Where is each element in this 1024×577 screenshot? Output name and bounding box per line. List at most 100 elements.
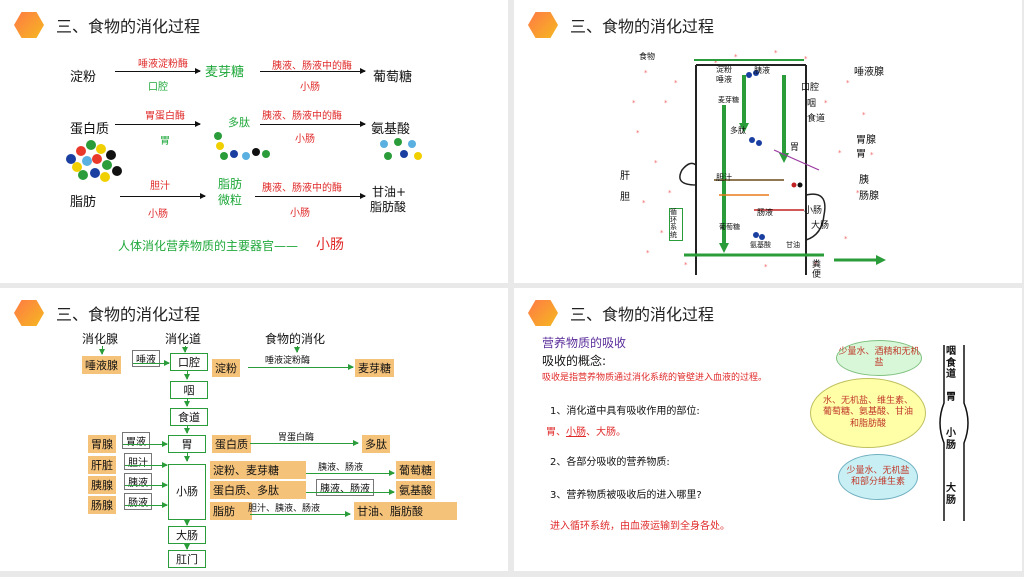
hexagon-icon xyxy=(14,12,44,38)
answer-3: 进入循环系统，由血液运输到全身各处。 xyxy=(550,521,730,532)
right-label-5: 肠腺 xyxy=(859,191,879,202)
pepsin-label: 胃蛋白酶 xyxy=(278,433,315,443)
svg-text:*: * xyxy=(814,261,818,269)
header-digestion: 食物的消化 xyxy=(265,332,326,346)
box-protein: 蛋白质 xyxy=(212,435,251,453)
arrow xyxy=(260,121,366,127)
box-bile: 胆汁 xyxy=(124,453,152,470)
bubble-large-intestine: 少量水、无机盐和部分维生素 xyxy=(838,454,918,500)
box-row1: 淀粉、麦芽糖 xyxy=(210,461,306,479)
tract-label-6: 大肠 xyxy=(811,221,830,231)
box-saliva: 唾液 xyxy=(132,350,160,367)
svg-text:*: * xyxy=(804,55,808,63)
box-intestinal-gland: 肠腺 xyxy=(88,496,116,514)
amino-acid-icon xyxy=(378,136,428,166)
svg-text:*: * xyxy=(654,159,658,167)
question-3: 3、营养物质被吸收后的进入哪里? xyxy=(550,490,702,501)
glucose-label: 葡萄糖 xyxy=(373,70,413,85)
food-label: 食物 xyxy=(639,52,655,61)
box-row1-out: 葡萄糖 xyxy=(396,461,435,479)
starch-label: 淀粉 xyxy=(70,70,97,85)
row3-enzyme: 胆汁、胰液、肠液 xyxy=(248,504,321,514)
maltose-place: 小肠 xyxy=(300,82,320,93)
fat-label: 脂肪 xyxy=(70,195,97,210)
svg-text:*: * xyxy=(846,79,850,87)
slide-4[interactable]: 三、食物的消化过程 营养物质的吸收 吸收的概念: 吸收是指营养物质通过消化系统的… xyxy=(514,288,1022,571)
svg-text:*: * xyxy=(764,263,768,271)
box-maltose: 麦芽糖 xyxy=(355,359,394,377)
organ-label-1: 咽食道 xyxy=(946,346,956,380)
maltose-enzyme: 胰液、肠液中的酶 xyxy=(272,61,352,72)
bubble-small-intestine: 水、无机盐、维生素、葡萄糖、氨基酸、甘油和脂肪酸 xyxy=(810,378,926,448)
svg-text:*: * xyxy=(644,69,648,77)
inner-label-2: 唾液 xyxy=(716,75,732,84)
right-label-1: 唾液腺 xyxy=(854,67,884,78)
arrow xyxy=(115,68,201,74)
header-gland: 消化腺 xyxy=(82,332,119,346)
arrow xyxy=(184,519,190,526)
box-esophagus: 食道 xyxy=(170,408,208,426)
arrow xyxy=(184,398,190,407)
fat-particle-1: 脂肪 xyxy=(218,177,243,191)
slide-title: 三、食物的消化过程 xyxy=(56,17,201,36)
protein-label: 蛋白质 xyxy=(70,122,110,137)
arrow xyxy=(182,346,188,353)
organ-label-4: 大肠 xyxy=(946,483,956,506)
polypeptide-icon xyxy=(212,128,272,164)
tract-label-5: 小肠 xyxy=(804,206,823,216)
svg-text:*: * xyxy=(660,229,664,237)
svg-text:*: * xyxy=(734,53,738,61)
box-pancreatic-juice: 胰液 xyxy=(124,473,152,490)
svg-text:*: * xyxy=(636,129,640,137)
answer-1: 胃、小肠、大肠。 xyxy=(546,423,626,438)
tract-label-1: 口腔 xyxy=(801,83,820,93)
slide-1[interactable]: 三、食物的消化过程 淀粉 唾液淀粉酶 口腔 麦芽糖 胰液、肠液中的酶 小肠 葡萄… xyxy=(0,0,508,283)
arrow xyxy=(120,193,206,199)
box-anus: 肛门 xyxy=(168,550,206,568)
arrow xyxy=(184,452,190,462)
fp-enzyme: 胰液、肠液中的酶 xyxy=(262,183,342,194)
arrow xyxy=(133,360,170,366)
box-liver: 肝脏 xyxy=(88,456,116,474)
arrow xyxy=(123,441,168,447)
svg-text:*: * xyxy=(844,235,848,243)
slide-2[interactable]: 三、食物的消化过程 **** **** **** **** **** **** xyxy=(514,0,1022,283)
inner-label-8: 葡萄糖 xyxy=(719,223,740,231)
arrow xyxy=(125,502,168,508)
fat-place: 小肠 xyxy=(148,209,168,220)
right-label-2: 胃腺 xyxy=(856,135,876,146)
summary-highlight: 小肠 xyxy=(316,237,344,253)
slide-3[interactable]: 三、食物的消化过程 消化腺 消化道 食物的消化 唾液腺 唾液 口腔 淀粉 唾液淀… xyxy=(0,288,508,571)
question-2: 2、各部分吸收的营养物质: xyxy=(550,457,670,468)
arrow xyxy=(184,425,190,434)
svg-text:*: * xyxy=(862,111,866,119)
concept-title: 吸收的概念: xyxy=(542,354,607,368)
box-large-intestine: 大肠 xyxy=(168,526,206,544)
box-pharynx: 咽 xyxy=(170,381,208,399)
arrow xyxy=(250,440,359,446)
svg-text:*: * xyxy=(646,249,650,257)
box-row2-out: 氨基酸 xyxy=(396,481,435,499)
svg-text:*: * xyxy=(838,149,842,157)
box-row2: 蛋白质、多肽 xyxy=(210,481,306,499)
svg-text:*: * xyxy=(870,151,874,159)
fat-enzyme: 胆汁 xyxy=(150,181,170,192)
saliva-enzyme: 唾液淀粉酶 xyxy=(265,356,311,366)
protein-enzyme: 胃蛋白酶 xyxy=(145,111,185,122)
summary-text: 人体消化营养物质的主要器官—— xyxy=(118,239,299,253)
arrow xyxy=(115,121,201,127)
svg-text:*: * xyxy=(824,99,828,107)
slide-title: 三、食物的消化过程 xyxy=(570,305,715,324)
tract-label-3: 食道 xyxy=(807,114,826,124)
fat-particle-2: 微粒 xyxy=(218,193,243,207)
svg-text:*: * xyxy=(674,79,678,87)
arrow xyxy=(125,462,168,468)
arrow xyxy=(306,470,395,476)
concept-text: 吸收是指营养物质通过消化系统的管壁进入血液的过程。 xyxy=(542,373,768,383)
box-row3-out: 甘油、脂肪酸 xyxy=(354,502,457,520)
starch-enzyme: 唾液淀粉酶 xyxy=(138,59,188,70)
hexagon-icon xyxy=(528,300,558,326)
answer-1c: 、大肠。 xyxy=(586,427,626,438)
svg-text:*: * xyxy=(642,199,646,207)
right-label-3: 胃 xyxy=(856,149,866,160)
